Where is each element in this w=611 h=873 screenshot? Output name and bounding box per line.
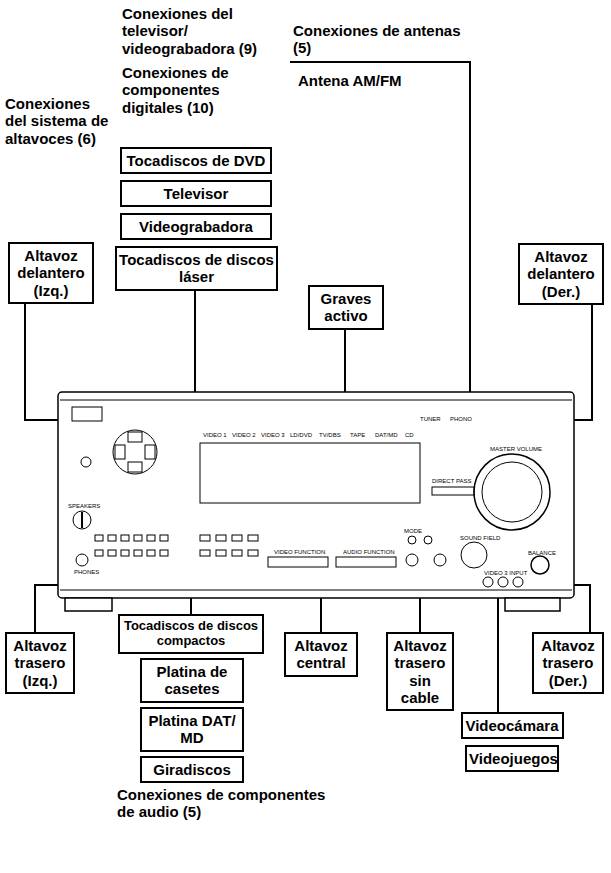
component-box: Altavoz delantero (Izq.) [8, 242, 94, 304]
leader-line [25, 304, 58, 420]
panel-label: LD/DVD [290, 432, 312, 438]
box-text: Altavoz trasero sin cable [390, 637, 450, 706]
section-heading: Conexiones del televisor/ videograbadora… [122, 5, 282, 57]
leader-line [419, 598, 421, 632]
panel-label: BALANCE [528, 550, 556, 556]
leader-line [194, 291, 196, 393]
box-text: Televisor [124, 185, 268, 202]
leader-line [344, 330, 346, 393]
component-box: Giradiscos [140, 756, 244, 783]
component-box: Altavoz trasero (Izq.) [5, 632, 75, 694]
section-heading: Conexiones de antenas (5) [293, 22, 468, 57]
box-text: Altavoz delantero (Der.) [522, 248, 600, 300]
box-text: Videograbadora [124, 218, 268, 235]
component-box: Tocadiscos de discos láser [115, 246, 278, 291]
section-heading: Conexiones de componentes de audio (5) [117, 786, 327, 821]
leader-line [497, 598, 499, 712]
panel-label: VIDEO FUNCTION [274, 549, 325, 555]
component-box: Altavoz central [284, 632, 358, 677]
box-text: Altavoz delantero (Izq.) [12, 247, 90, 299]
box-text: Platina DAT/ MD [144, 712, 240, 747]
leader-line [574, 305, 592, 420]
leader-line [574, 585, 590, 632]
component-box: Altavoz delantero (Der.) [518, 243, 604, 305]
box-text: Platina de casetes [144, 663, 240, 698]
box-text: Videocámara [465, 717, 560, 734]
component-box: Televisor [120, 180, 272, 207]
panel-label: TAPE [350, 432, 365, 438]
component-box: Tocadiscos de discos compactos [118, 614, 264, 654]
panel-label: PHONES [74, 569, 99, 575]
panel-label: DAT/MD [375, 432, 398, 438]
panel-label: MODE [404, 528, 422, 534]
panel-label: VIDEO 3 [261, 432, 285, 438]
panel-label: TV/DBS [319, 432, 341, 438]
panel-label: SOUND FIELD [460, 535, 500, 541]
component-box: Graves activo [308, 285, 384, 330]
box-text: Altavoz trasero (Izq.) [9, 637, 71, 689]
panel-label: SPEAKERS [68, 503, 100, 509]
box-text: Tocadiscos de discos láser [119, 251, 274, 286]
leader-line [190, 598, 192, 614]
component-box: Videocámara [461, 712, 564, 739]
section-heading: Conexiones del sistema de altavoces (6) [5, 95, 110, 147]
box-text: Tocadiscos de discos compactos [122, 619, 260, 649]
box-text: Giradiscos [144, 761, 240, 778]
panel-label: MASTER VOLUME [490, 446, 542, 452]
leader-line [320, 598, 322, 632]
component-box: Altavoz trasero (Der.) [532, 632, 604, 694]
component-box: Videograbadora [120, 213, 272, 240]
box-text: Videojuegos [469, 750, 555, 767]
panel-label: PHONO [450, 416, 472, 422]
panel-label: VIDEO 2 [232, 432, 256, 438]
panel-label: TUNER [420, 416, 441, 422]
box-text: Altavoz central [288, 637, 354, 672]
component-box: Tocadiscos de DVD [120, 147, 272, 174]
box-text: Tocadiscos de DVD [124, 152, 268, 169]
leader-line [35, 585, 58, 632]
box-text: Graves activo [312, 290, 380, 325]
panel-label: VIDEO 3 INPUT [484, 570, 527, 576]
component-box: Videojuegos [465, 745, 559, 772]
panel-label: CD [405, 432, 414, 438]
panel-label: AUDIO FUNCTION [343, 549, 395, 555]
panel-label: VIDEO 1 [203, 432, 227, 438]
section-heading: Antena AM/FM [298, 72, 458, 89]
component-box: Platina DAT/ MD [140, 707, 244, 752]
component-box: Platina de casetes [140, 658, 244, 703]
section-heading: Conexiones de componentes digitales (10) [122, 64, 282, 116]
component-box: Altavoz trasero sin cable [386, 632, 454, 711]
box-text: Altavoz trasero (Der.) [536, 637, 600, 689]
panel-label: DIRECT PASS [432, 478, 471, 484]
